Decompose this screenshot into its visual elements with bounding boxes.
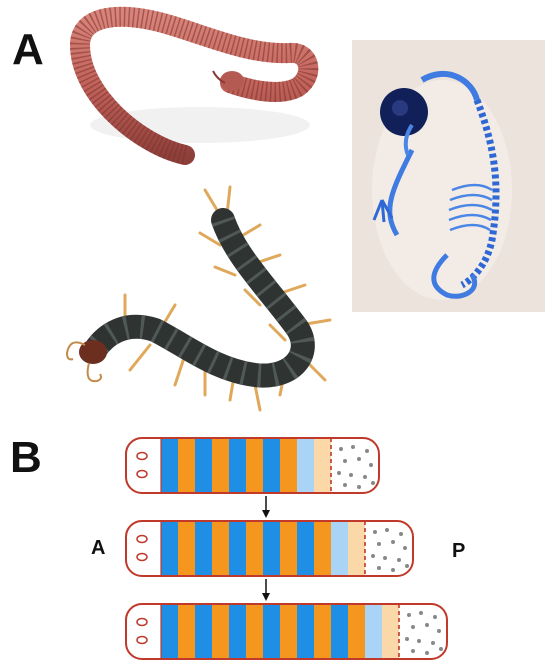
growth-zone-dot — [377, 566, 381, 570]
growth-zone-dot — [425, 623, 429, 627]
segment-blue — [263, 604, 280, 659]
growth-zone-dot — [439, 647, 443, 651]
growth-zone-dot — [411, 649, 415, 653]
panel-a-label: A — [12, 28, 44, 72]
growth-zone-dot — [403, 546, 407, 550]
millipede-photo-icon — [60, 5, 330, 175]
segment-orange — [280, 438, 297, 493]
growth-zone-dot — [405, 564, 409, 568]
growth-zone-dot — [351, 445, 355, 449]
segment-orange — [212, 438, 229, 493]
growth-zone-dot — [365, 449, 369, 453]
growth-zone-dot — [431, 641, 435, 645]
growth-zone-dot — [343, 483, 347, 487]
segment-orange — [314, 604, 331, 659]
growth-zone-dot — [383, 556, 387, 560]
segment-orange — [246, 521, 263, 576]
growth-zone-dot — [371, 481, 375, 485]
segment-orange — [246, 438, 263, 493]
growth-zone-dot — [407, 613, 411, 617]
segment-blue — [263, 438, 280, 493]
segment-orange — [246, 604, 263, 659]
embryo-2 — [126, 521, 413, 576]
growth-zone-dot — [399, 532, 403, 536]
segment-blue — [195, 604, 212, 659]
growth-zone-dot — [377, 542, 381, 546]
segment-orange — [212, 604, 229, 659]
segment-light_blue — [331, 521, 348, 576]
growth-zone-dot — [425, 651, 429, 655]
growth-zone-dot — [385, 528, 389, 532]
growth-zone-dot — [397, 558, 401, 562]
segment-blue — [195, 438, 212, 493]
segment-blue — [331, 604, 348, 659]
centipede-photo — [55, 185, 340, 420]
millipede-photo — [60, 5, 330, 175]
growth-zone-dot — [337, 471, 341, 475]
segment-orange — [178, 521, 195, 576]
growth-zone-dot — [357, 457, 361, 461]
growth-zone-dot — [419, 611, 423, 615]
growth-zone-dot — [433, 615, 437, 619]
segment-blue — [297, 521, 314, 576]
growth-zone-dot — [343, 459, 347, 463]
segment-blue — [161, 604, 178, 659]
embryo-skeleton-photo — [352, 40, 545, 312]
growth-zone-dot — [369, 463, 373, 467]
embryo-3 — [126, 604, 447, 659]
segment-orange — [314, 521, 331, 576]
segment-blue — [297, 604, 314, 659]
stained-embryo-skeleton-photo-icon — [352, 40, 545, 312]
segment-orange — [280, 521, 297, 576]
growth-zone-dot — [391, 540, 395, 544]
segment-orange — [348, 604, 365, 659]
segment-orange — [178, 438, 195, 493]
growth-zone-dot — [357, 485, 361, 489]
growth-zone-dot — [363, 475, 367, 479]
segment-blue — [263, 521, 280, 576]
growth-zone-dot — [349, 473, 353, 477]
embryo-1 — [126, 438, 379, 493]
segment-light_blue — [365, 604, 382, 659]
segment-orange — [178, 604, 195, 659]
segment-orange — [280, 604, 297, 659]
stage-arrow-icon — [262, 496, 270, 518]
segment-orange — [212, 521, 229, 576]
segment-blue — [195, 521, 212, 576]
stage-arrow-icon — [262, 579, 270, 601]
segment-peach — [314, 438, 331, 493]
segment-blue — [229, 438, 246, 493]
segment-light_blue — [297, 438, 314, 493]
centipede-photo-icon — [55, 185, 340, 420]
segment-blue — [229, 521, 246, 576]
growth-zone-dot — [373, 530, 377, 534]
growth-zone-dot — [417, 639, 421, 643]
growth-zone-dot — [411, 625, 415, 629]
growth-zone-dot — [437, 629, 441, 633]
segment-blue — [229, 604, 246, 659]
segment-blue — [161, 521, 178, 576]
segment-blue — [161, 438, 178, 493]
segment-peach — [348, 521, 365, 576]
growth-zone-dot — [405, 637, 409, 641]
growth-zone-dot — [339, 447, 343, 451]
growth-zone-dot — [371, 554, 375, 558]
growth-zone-dot — [391, 568, 395, 572]
segmentation-diagram — [0, 430, 555, 661]
segment-peach — [382, 604, 399, 659]
